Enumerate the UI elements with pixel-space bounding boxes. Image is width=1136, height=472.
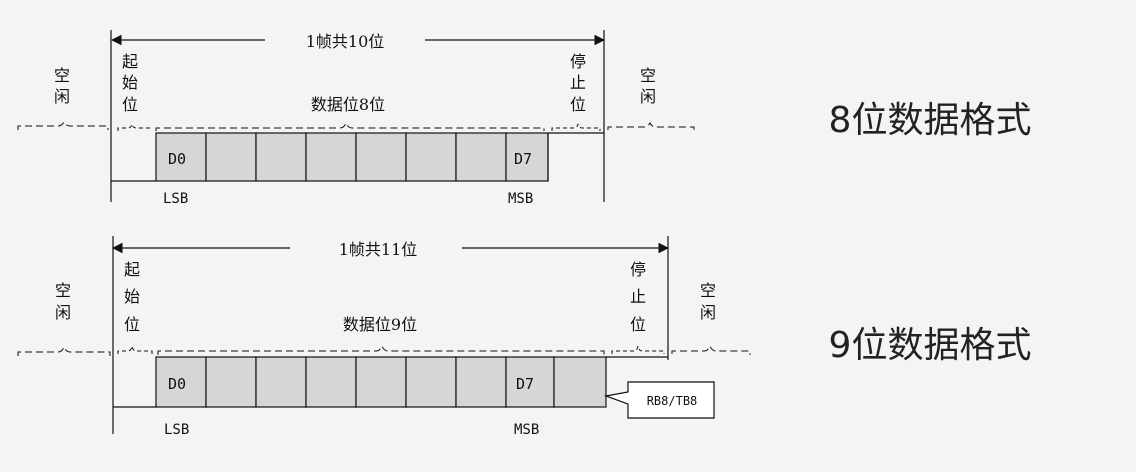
caption-9bit: 9位数据格式 xyxy=(829,325,1032,366)
data-cell xyxy=(255,356,307,408)
data-cell xyxy=(405,132,457,182)
data-cell xyxy=(355,356,407,408)
data-cell xyxy=(155,132,207,182)
start-bit-brace xyxy=(117,123,151,131)
idle-left-char-1: 空 xyxy=(55,281,71,300)
start-bit-brace xyxy=(117,345,153,354)
caption-8bit: 8位数据格式 xyxy=(829,100,1032,141)
idle-right-char-1: 空 xyxy=(700,281,716,300)
idle-right-brace xyxy=(607,121,695,131)
lsb-label: LSB xyxy=(163,191,188,207)
callout-box xyxy=(603,381,715,419)
cell-label-d0: D0 xyxy=(168,150,186,168)
stop-bit-char-1: 停 xyxy=(570,52,586,71)
start-bit-char-1: 起 xyxy=(122,52,138,71)
start-bit-char-2: 始 xyxy=(124,287,140,306)
start-bit-char-2: 始 xyxy=(122,73,138,92)
data-bits-label: 数据位8位 xyxy=(311,95,385,114)
frame-label: 1帧共10位 xyxy=(306,32,385,51)
diagram-8bit: 1帧共10位 空 闲 起 始 位 停 止 位 空 闲 数据位8位 xyxy=(17,30,1032,207)
data-cell xyxy=(505,356,555,408)
idle-right-char-1: 空 xyxy=(640,66,656,85)
data-cells-9bit xyxy=(155,356,607,408)
cell-label-d7: D7 xyxy=(514,150,532,168)
idle-left-char-2: 闲 xyxy=(54,87,70,106)
idle-left-brace xyxy=(17,345,111,356)
idle-left-brace xyxy=(17,120,109,130)
data-cell xyxy=(405,356,457,408)
data-cell xyxy=(305,132,357,182)
stop-bit-high xyxy=(547,132,604,181)
start-bit-char-3: 位 xyxy=(122,95,138,114)
data-cell-ninth-bit xyxy=(553,356,607,408)
stop-bit-char-3: 位 xyxy=(630,315,646,334)
data-cell xyxy=(455,356,507,408)
data-cell xyxy=(355,132,407,182)
cell-label-d7: D7 xyxy=(516,375,534,393)
data-cell xyxy=(305,356,357,408)
data-cells-8bit xyxy=(155,132,549,182)
data-bits-brace xyxy=(157,344,605,355)
data-cell xyxy=(455,132,507,182)
idle-right-char-2: 闲 xyxy=(640,87,656,106)
stop-bit-char-2: 止 xyxy=(630,287,646,306)
stop-bit-char-1: 停 xyxy=(630,260,646,279)
idle-left-char-2: 闲 xyxy=(55,303,71,322)
start-bit-char-1: 起 xyxy=(124,260,140,279)
idle-left-char-1: 空 xyxy=(54,66,70,85)
stop-bit-brace xyxy=(551,123,601,131)
msb-label: MSB xyxy=(514,422,539,438)
idle-right-char-2: 闲 xyxy=(700,303,716,322)
data-bits-label: 数据位9位 xyxy=(343,315,417,334)
callout-label: RB8/TB8 xyxy=(647,394,698,408)
data-cell xyxy=(205,132,257,182)
data-cell xyxy=(155,356,207,408)
data-bits-brace xyxy=(155,121,545,131)
diagram-9bit: 1帧共11位 空 闲 起 始 位 停 止 位 空 闲 数据位9位 D0 xyxy=(17,236,1032,438)
idle-right-brace xyxy=(671,344,751,355)
start-bit-char-3: 位 xyxy=(124,315,140,334)
lsb-label: LSB xyxy=(164,422,189,438)
frame-label: 1帧共11位 xyxy=(339,240,418,259)
stop-bit-char-3: 位 xyxy=(570,95,586,114)
stop-bit-brace xyxy=(611,345,665,354)
msb-label: MSB xyxy=(508,191,533,207)
cell-label-d0: D0 xyxy=(168,375,186,393)
stop-bit-char-2: 止 xyxy=(570,73,586,92)
data-cell xyxy=(255,132,307,182)
data-cell xyxy=(205,356,257,408)
